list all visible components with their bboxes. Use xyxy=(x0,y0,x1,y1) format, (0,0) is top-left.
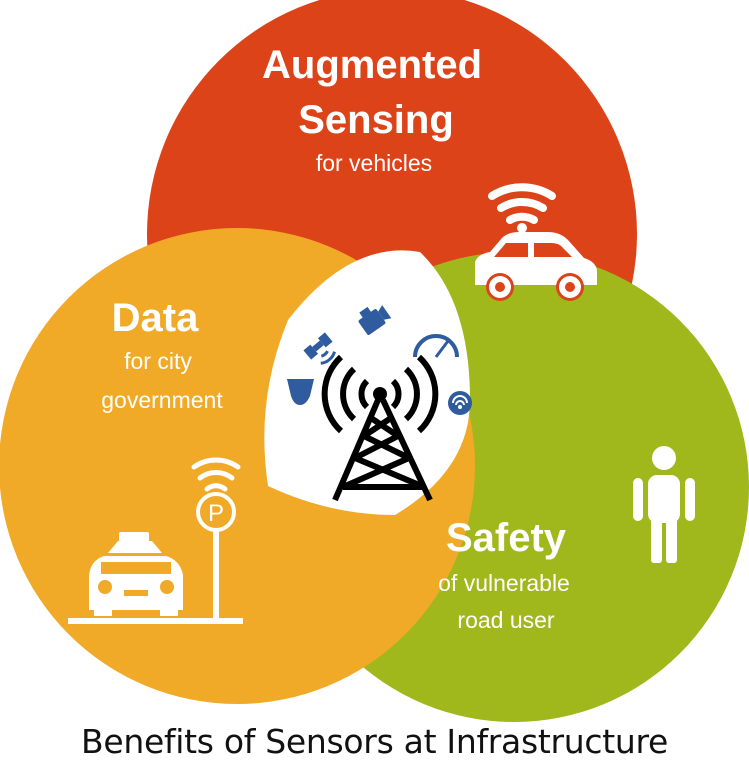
augmented-title-line1: Augmented xyxy=(262,43,482,87)
radar-sensor-icon xyxy=(448,391,472,415)
safety-title: Safety xyxy=(446,516,567,560)
data-subtitle-line1: for city xyxy=(124,348,192,374)
data-title: Data xyxy=(112,296,199,340)
augmented-title-line2: Sensing xyxy=(298,98,454,142)
ground-line xyxy=(68,618,243,624)
person-icon xyxy=(633,446,695,563)
car-icon xyxy=(475,232,597,301)
safety-subtitle-line2: road user xyxy=(457,607,555,633)
satellite-icon xyxy=(303,332,336,365)
parking-wifi-icon xyxy=(191,457,241,492)
safety-subtitle-line1: of vulnerable xyxy=(438,570,570,596)
augmented-subtitle: for vehicles xyxy=(316,150,432,176)
data-subtitle-line2: government xyxy=(101,387,223,413)
wifi-icon xyxy=(488,183,556,233)
radio-tower-icon xyxy=(321,354,439,502)
caption: Benefits of Sensors at Infrastructure xyxy=(80,722,669,761)
speedometer-icon xyxy=(413,334,459,358)
taxi-icon xyxy=(89,532,183,616)
camera-icon xyxy=(358,305,392,335)
parking-sign-icon: P xyxy=(196,492,236,622)
svg-text:P: P xyxy=(208,500,224,527)
lidar-icon xyxy=(287,379,314,405)
